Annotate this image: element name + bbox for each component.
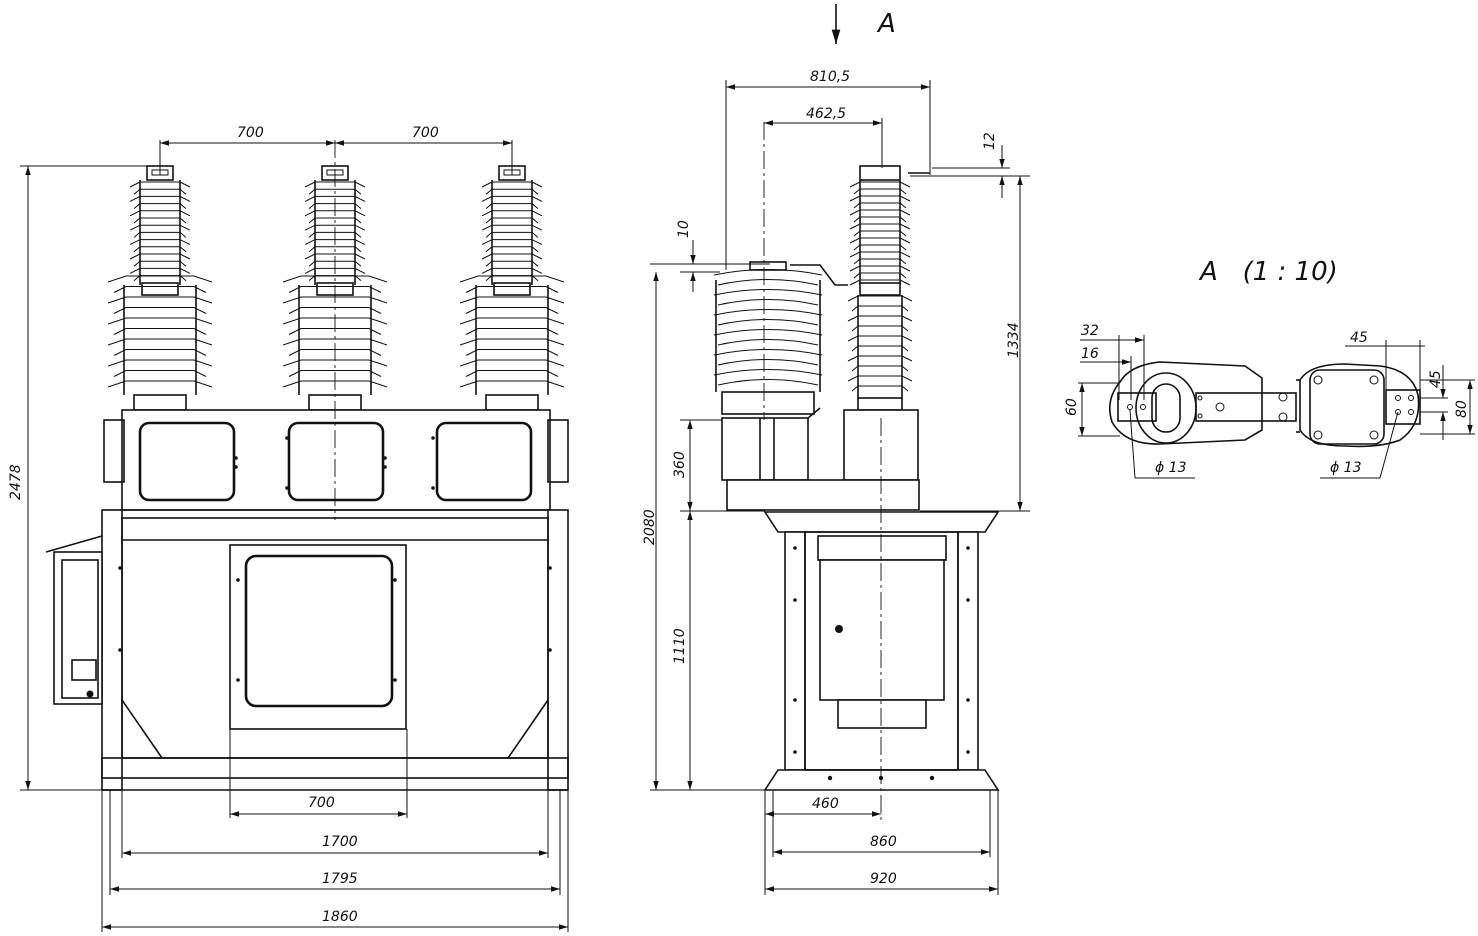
- base-rail: [101, 757, 569, 779]
- dim-terminal: 12: [982, 132, 998, 150]
- dim-overall-height: 2080: [642, 509, 658, 545]
- frame-top: [763, 511, 1000, 533]
- dim-rail-inner: 1700: [322, 834, 358, 850]
- upper-housing: [121, 409, 551, 511]
- dim-pitch-right: 700: [412, 125, 439, 141]
- side-box-left: [103, 419, 125, 483]
- dim-32: 32: [1081, 323, 1099, 339]
- dim-insulator-height: 1334: [1006, 322, 1022, 358]
- dim-frame-height: 1110: [672, 628, 688, 664]
- front-bolts: [118, 436, 552, 682]
- dim-pitch-left: 700: [237, 125, 264, 141]
- front-insulators: [107, 165, 565, 411]
- dim-rail-mid: 1795: [322, 871, 358, 887]
- dim-base-offset: 460: [812, 796, 839, 812]
- side-insulator-right: [847, 165, 913, 411]
- mechanism-plate: [229, 544, 407, 730]
- terminal-pad-left: [1109, 361, 1263, 445]
- side-insulator-left: [713, 261, 823, 415]
- dim-base-total-side: 920: [870, 871, 897, 887]
- dim-tank-height: 360: [672, 451, 688, 478]
- cabinet-top: [817, 535, 947, 561]
- dim-80: 80: [1454, 400, 1470, 418]
- cabinet-bottom: [837, 699, 927, 729]
- tank-left: [721, 417, 809, 481]
- connector-bar: [790, 264, 848, 286]
- lower-cabinet: [121, 517, 549, 759]
- dim-45-top: 45: [1350, 330, 1368, 346]
- dim-height-total: 2478: [8, 464, 24, 500]
- side-post-right: [957, 531, 979, 771]
- side-view: A: [713, 4, 1000, 820]
- dim-hole-right: ϕ 13: [1330, 460, 1362, 476]
- dim-45-side: 45: [1428, 370, 1444, 388]
- dim-mid-offset: 462,5: [806, 106, 846, 122]
- terminal-pad-right: [1299, 363, 1420, 448]
- dim-cap: 10: [676, 220, 692, 238]
- dim-60: 60: [1064, 398, 1080, 416]
- detail-view: A (1 : 10) 32 16 60 45: [1064, 257, 1475, 479]
- mechanism-window: [244, 554, 394, 708]
- view-label: A: [876, 9, 896, 39]
- front-view: [45, 140, 569, 791]
- window-left: [138, 421, 236, 502]
- side-dimensions: 810,5 462,5 12 1334 10 360 2080 1110 460: [642, 69, 1030, 895]
- dim-base-total: 1860: [322, 909, 358, 925]
- front-dimensions: 700 700 2478 700 1700 1795 1860: [8, 125, 569, 932]
- dim-hole-left: ϕ 13: [1155, 460, 1187, 476]
- side-box-right: [547, 419, 569, 483]
- window-center: [287, 421, 385, 502]
- detail-title: A (1 : 10): [1198, 257, 1338, 287]
- dim-16: 16: [1081, 346, 1099, 362]
- window-right: [435, 421, 533, 502]
- side-post-left: [784, 531, 806, 771]
- dim-top-offset: 810,5: [810, 69, 850, 85]
- side-bolts: [793, 546, 970, 781]
- dim-window: 700: [308, 795, 335, 811]
- dim-base-inner: 860: [870, 834, 897, 850]
- tank-base: [726, 479, 920, 511]
